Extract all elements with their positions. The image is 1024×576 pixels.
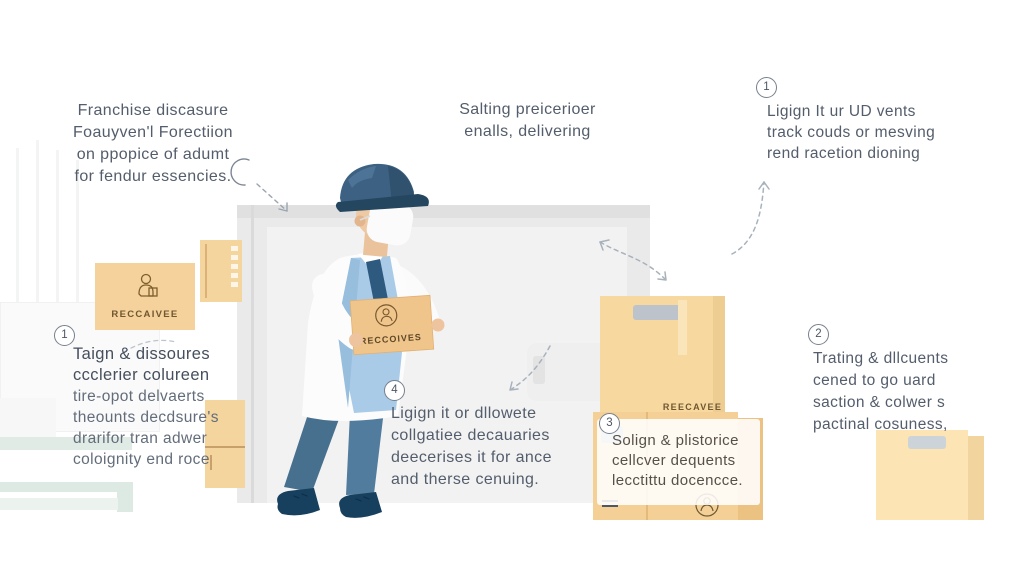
worker-ear xyxy=(354,215,366,227)
box-annotation-card xyxy=(597,419,760,505)
annotation-top-left: Franchise discasure Foauyven'l Forectiio… xyxy=(73,102,233,185)
arrow-down-left xyxy=(509,345,551,391)
wall-stripe xyxy=(56,150,59,405)
left-box-label: RECCAIVEE xyxy=(111,309,179,320)
receive-box-left: RECCAIVEE xyxy=(95,263,195,330)
small-cabinet xyxy=(200,240,242,302)
step-2-badge: 2 xyxy=(808,324,829,345)
arrow-from-topleft-text xyxy=(230,158,288,212)
annotation-center: Ligign it or dllowete collgatiee decauar… xyxy=(391,405,552,488)
stair-step xyxy=(0,398,56,438)
worker-right-leg xyxy=(346,410,384,495)
stacked-box-label: REECAVEE xyxy=(662,402,723,412)
worker-shoe xyxy=(339,492,382,518)
arrow-arc-left xyxy=(123,339,177,353)
worker-hand xyxy=(431,318,445,332)
annotation-top-center: Salting preicerioer enalls, delivering xyxy=(459,101,596,140)
worker-shoe xyxy=(277,488,320,516)
door-frame xyxy=(251,205,254,503)
annotation-top-right: Ligign It ur UD vents track couds or mes… xyxy=(767,103,936,162)
arrow-double-center xyxy=(599,239,667,281)
receiver-stamp-icon xyxy=(375,304,398,327)
stair-band xyxy=(0,498,118,510)
step-4-badge: 4 xyxy=(384,380,405,401)
wall-stripe xyxy=(16,148,19,408)
annotation-mid-left: Taign & dissoures ccclerier colureen tir… xyxy=(73,345,219,468)
worker-arm xyxy=(312,274,368,350)
carton-handle-icon xyxy=(633,305,681,320)
cap-brim xyxy=(335,194,429,212)
wall-stripe xyxy=(76,160,79,400)
arrow-up-right xyxy=(731,181,770,255)
held-box-label: RECCOIVES xyxy=(360,332,423,346)
step-1-badge-left: 1 xyxy=(54,325,75,346)
stair-band xyxy=(0,437,132,450)
worker-hand xyxy=(349,333,363,347)
step-3-badge: 3 xyxy=(599,413,620,434)
box-bottom-right xyxy=(876,430,968,520)
wall-stripe xyxy=(36,140,39,420)
shipping-label-icon xyxy=(908,436,946,449)
held-box: RECCOIVES xyxy=(349,294,435,356)
delivery-worker-illustration: RECCOIVES xyxy=(277,163,445,518)
step-1-badge-top-right: 1 xyxy=(756,77,777,98)
stacked-box-top xyxy=(600,296,725,416)
stair-band xyxy=(0,482,133,492)
worker-left-leg xyxy=(284,408,342,492)
annotation-right: Trating & dllcuents cened to go uard sac… xyxy=(813,350,949,433)
face-mask xyxy=(366,200,414,246)
bench-detail xyxy=(533,356,545,384)
stair-post xyxy=(117,482,133,512)
list-lines-icon xyxy=(602,505,618,507)
annotation-box-card: Solign & plistorice cellcver dequents le… xyxy=(612,432,743,489)
small-cabinet xyxy=(205,400,245,488)
box-bottom-right-side xyxy=(968,436,984,520)
receiver-person-icon xyxy=(138,273,158,297)
